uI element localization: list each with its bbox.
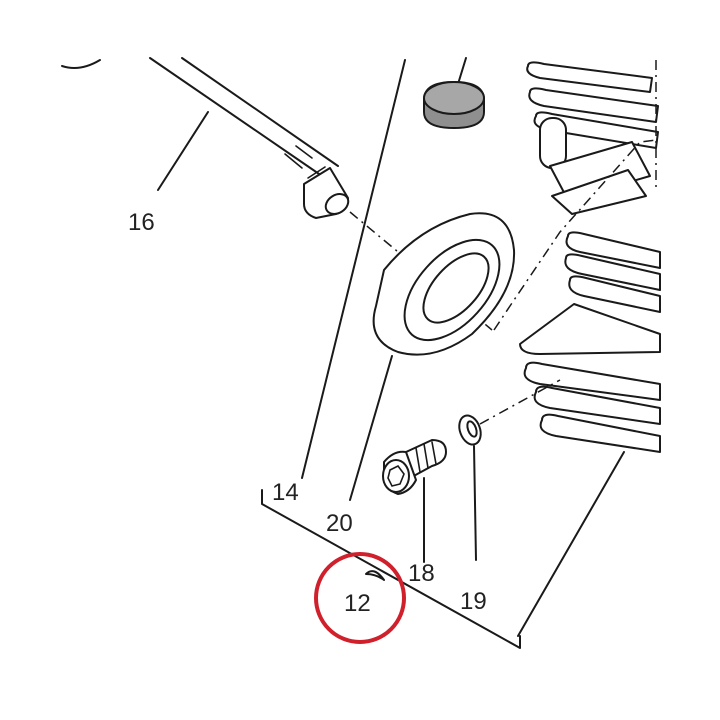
ring-part-20 bbox=[372, 212, 516, 356]
washer-part-19 bbox=[458, 414, 482, 446]
label-20: 20 bbox=[326, 510, 353, 537]
leader-16 bbox=[157, 111, 209, 191]
center-line-ring-fins bbox=[493, 139, 657, 331]
leader-19 bbox=[473, 445, 477, 561]
label-16: 16 bbox=[128, 209, 155, 236]
center-line-washer bbox=[479, 379, 561, 425]
label-12: 12 bbox=[344, 590, 371, 617]
rod-part-16 bbox=[149, 57, 350, 219]
partial-outline-top-left bbox=[61, 59, 101, 69]
callout-pointer-12 bbox=[365, 570, 385, 581]
cap-plug bbox=[423, 57, 485, 129]
label-14: 14 bbox=[272, 479, 299, 506]
leader-20 bbox=[349, 355, 393, 501]
cylinder-fins bbox=[519, 61, 661, 453]
bolt-part-18 bbox=[382, 439, 447, 495]
leader-fins bbox=[517, 451, 625, 637]
assembly-bracket-line bbox=[261, 489, 521, 649]
label-19: 19 bbox=[460, 588, 487, 615]
leader-14 bbox=[301, 59, 406, 479]
label-18: 18 bbox=[408, 560, 435, 587]
highlight-circle-12 bbox=[314, 552, 406, 644]
